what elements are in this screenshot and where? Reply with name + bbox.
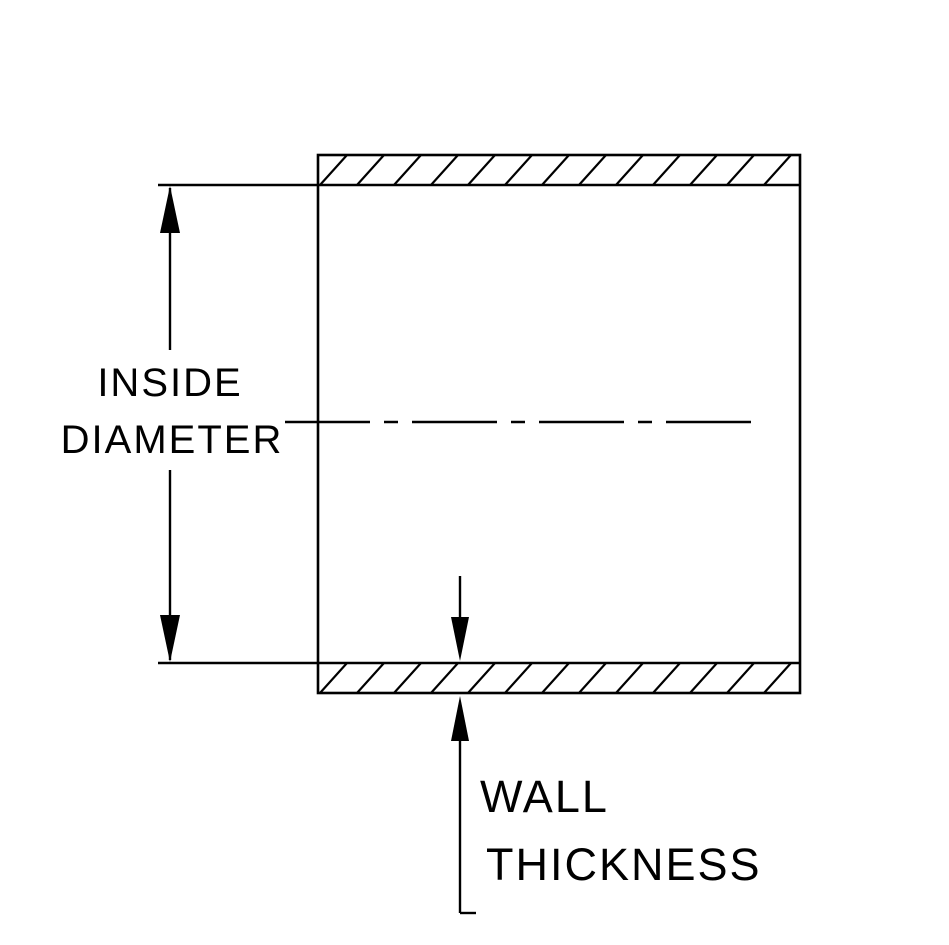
inside-diameter-label-line1: INSIDE (97, 361, 242, 405)
wall-thickness-label-line1: WALL (480, 771, 609, 822)
top-wall-hatch (318, 155, 800, 185)
tube-outline (316, 153, 802, 695)
arrow-up-icon (160, 186, 180, 233)
wall-thickness-label-line2: THICKNESS (486, 839, 762, 890)
inside-diameter-label-line2: DIAMETER (61, 418, 284, 462)
wall-thickness-arrow-down-icon (451, 617, 469, 661)
wall-thickness-arrow-up-icon (451, 696, 469, 741)
arrow-down-icon (160, 615, 180, 662)
bottom-wall-hatch (318, 663, 800, 693)
